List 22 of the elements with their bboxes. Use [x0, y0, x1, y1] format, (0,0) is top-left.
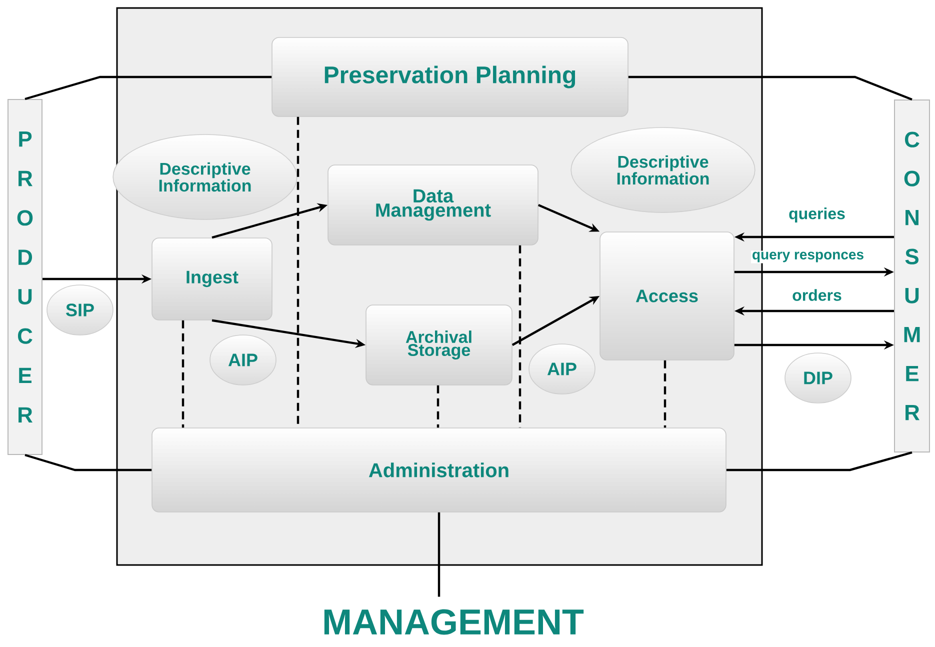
edge-label: query responces	[750, 250, 866, 264]
dashed-line	[182, 320, 184, 428]
process-box: Preservation Planning	[272, 37, 628, 117]
connector-line	[726, 451, 912, 472]
connector-line	[438, 512, 440, 597]
connector-line	[24, 454, 152, 472]
entity-box: CONSUMER	[894, 100, 930, 452]
connector-line	[628, 76, 912, 101]
dashed-line	[436, 385, 440, 428]
edge-label: queries	[788, 206, 846, 224]
connector-line	[24, 76, 272, 100]
dashed-line	[664, 360, 666, 428]
process-box: Archival Storage	[366, 304, 512, 386]
process-box: Access	[600, 232, 734, 360]
heading-text: MANAGEMENT	[324, 609, 584, 635]
process-box: Administration	[152, 428, 726, 512]
ellipse-label: SIP	[46, 284, 114, 336]
edge-label: orders	[791, 288, 843, 302]
process-box: Data Management	[328, 164, 538, 246]
entity-box: PRODUCER	[8, 99, 42, 455]
process-box: Ingest	[152, 238, 272, 320]
ellipse-label: DIP	[784, 352, 852, 404]
